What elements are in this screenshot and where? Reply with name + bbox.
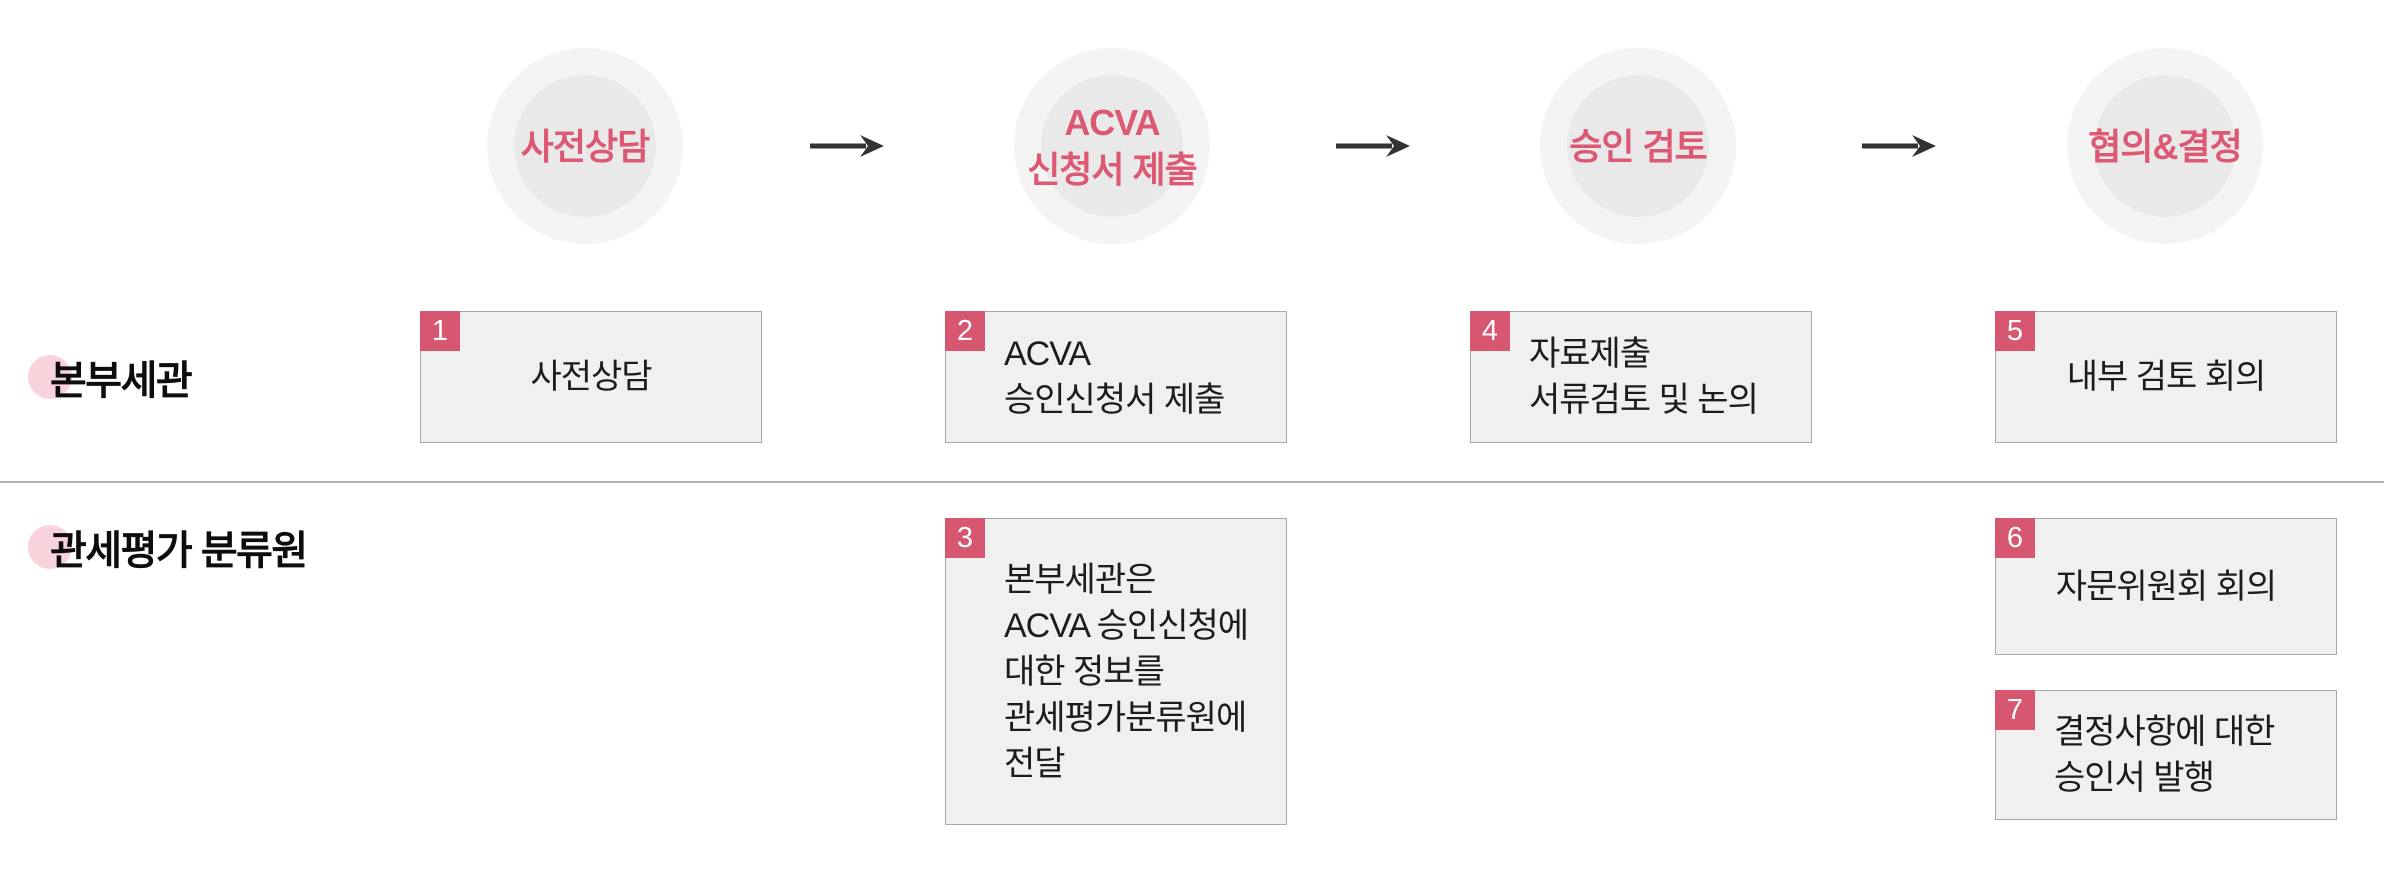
process-box-step-6: 6 자문위원회 회의 — [1995, 518, 2337, 655]
process-box-text: 본부세관은 ACVA 승인신청에 대한 정보를 관세평가분류원에 전달 — [1004, 560, 1249, 783]
stage-circle-inner — [1041, 75, 1183, 217]
stage-label-acva-application: ACVA 신청서 제출 — [1027, 102, 1198, 190]
step-number-badge: 6 — [1995, 518, 2035, 558]
step-number-badge: 2 — [945, 311, 985, 351]
arrow-right-icon — [1862, 135, 1936, 157]
process-box-text: 사전상담 — [530, 358, 652, 396]
process-box-step-5: 5 내부 검토 회의 — [1995, 311, 2337, 443]
step-number-badge: 3 — [945, 518, 985, 558]
stage-circle-approval-review: 승인 검토 — [1540, 48, 1736, 244]
lane-divider-line — [0, 481, 2384, 483]
stage-circle-pre-consultation: 사전상담 — [487, 48, 683, 244]
process-box-step-4: 4 자료제출 서류검토 및 논의 — [1470, 311, 1812, 443]
stage-label-pre-consultation: 사전상담 — [520, 125, 650, 167]
process-box-text: 자문위원회 회의 — [2055, 567, 2277, 606]
lane-bullet-circle — [28, 355, 72, 399]
process-box-text: 내부 검토 회의 — [2066, 358, 2267, 396]
process-box-step-1: 1 사전상담 — [420, 311, 762, 443]
lane-label-customs-valuation-institute: 관세평가 분류원 — [50, 529, 308, 573]
stage-circle-acva-application: ACVA 신청서 제출 — [1014, 48, 1210, 244]
step-number-badge: 7 — [1995, 690, 2035, 730]
lane-bullet-circle — [28, 525, 72, 569]
process-box-text: 자료제출 서류검토 및 논의 — [1529, 335, 1759, 419]
process-box-step-7: 7 결정사항에 대한 승인서 발행 — [1995, 690, 2337, 820]
stage-circle-inner — [1567, 75, 1709, 217]
step-number-badge: 5 — [1995, 311, 2035, 351]
process-box-step-2: 2 ACVA 승인신청서 제출 — [945, 311, 1287, 443]
arrow-right-icon — [1336, 135, 1410, 157]
stage-circle-inner — [2094, 75, 2236, 217]
arrow-right-icon — [810, 135, 884, 157]
stage-label-approval-review: 승인 검토 — [1569, 125, 1707, 167]
step-number-badge: 4 — [1470, 311, 1510, 351]
step-number-badge: 1 — [420, 311, 460, 351]
stage-label-consult-decision: 협의&결정 — [2088, 125, 2242, 167]
lane-headquarters-customs: 본부세관 — [28, 353, 193, 403]
process-box-text: 결정사항에 대한 승인서 발행 — [2054, 713, 2275, 797]
lane-customs-valuation-institute: 관세평가 분류원 — [28, 523, 308, 573]
process-box-step-3: 3 본부세관은 ACVA 승인신청에 대한 정보를 관세평가분류원에 전달 — [945, 518, 1287, 825]
stage-circle-consult-decision: 협의&결정 — [2067, 48, 2263, 244]
lane-label-headquarters-customs: 본부세관 — [50, 359, 193, 403]
stage-circle-inner — [514, 75, 656, 217]
process-box-text: ACVA 승인신청서 제출 — [1004, 335, 1225, 419]
